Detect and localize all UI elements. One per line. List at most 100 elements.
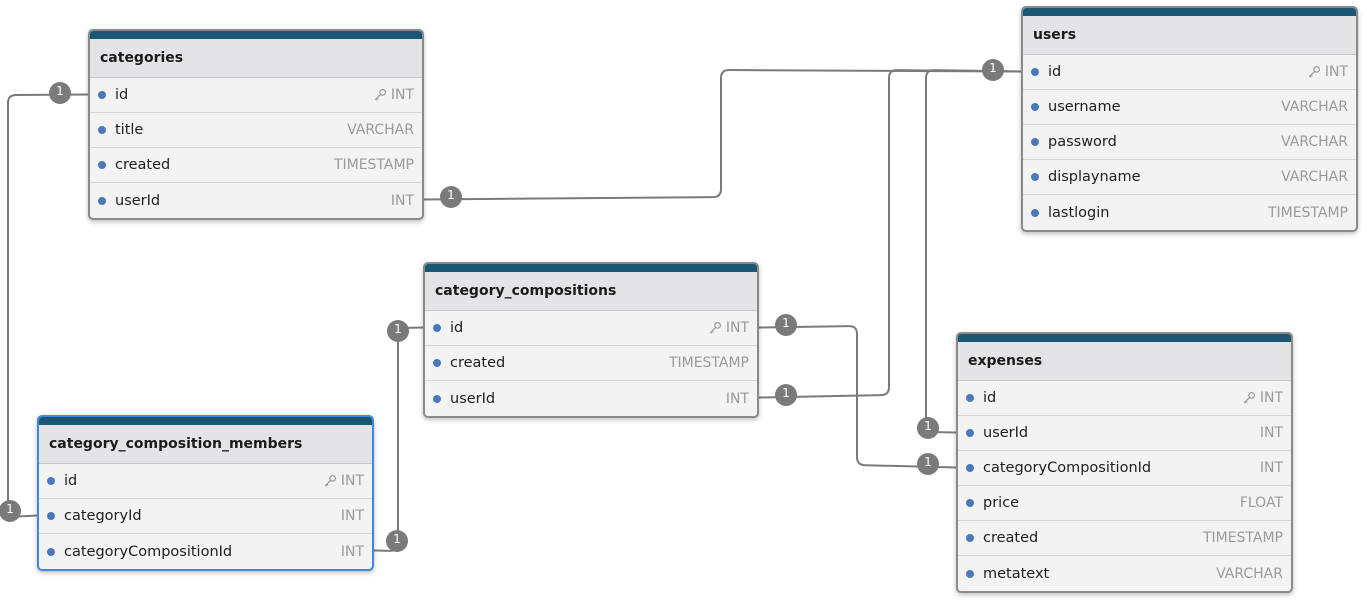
field-name: categoryId [64,508,142,524]
field-type: VARCHAR [1281,134,1348,150]
field-row-categoryId[interactable]: categoryId INT [39,499,372,534]
relationship-line[interactable] [423,69,1022,201]
field-name: username [1048,99,1121,115]
table-title[interactable]: expenses [958,342,1291,381]
field-type-label: TIMESTAMP [668,355,749,371]
field-row-username[interactable]: username VARCHAR [1023,90,1356,125]
field-row-id[interactable]: id INT [425,311,757,346]
field-type: VARCHAR [347,122,414,138]
field-name: id [983,390,997,406]
table-title[interactable]: category_composition_members [39,425,372,464]
field-type: INT [1260,425,1283,441]
field-type-label: TIMESTAMP [1202,530,1283,546]
field-type-label: INT [1259,460,1283,476]
dot-icon [966,429,974,437]
relationship-line[interactable] [758,325,957,469]
dot-icon [1031,173,1039,181]
table-title[interactable]: categories [90,39,422,78]
dot-icon [966,534,974,542]
cardinality-label: 1 [394,322,402,336]
field-type-label: VARCHAR [1281,99,1348,115]
field-name: created [450,355,506,371]
field-type-label: FLOAT [1239,495,1283,511]
cardinality-label: 1 [782,316,790,330]
circle-badge [440,186,462,208]
field-row-created[interactable]: created TIMESTAMP [90,148,422,183]
relationship-line[interactable] [373,326,424,552]
cardinality-badge: 1 [387,320,409,342]
circle-badge [49,82,71,104]
field-type-label: TIMESTAMP [333,157,414,173]
dot-icon [47,547,55,556]
cardinality-badge: 1 [440,186,462,208]
circle-badge [775,314,797,336]
field-type: INT [708,320,749,336]
dot-icon [98,91,106,99]
field-type: VARCHAR [1216,566,1283,582]
field-type-label: INT [340,508,364,524]
field-name: userId [983,425,1029,441]
dot-icon [98,126,106,134]
field-type-label: INT [725,320,749,336]
field-name: lastlogin [1048,204,1110,221]
cardinality-label: 1 [924,455,932,469]
dot-icon [47,512,55,520]
field-type: INT [373,87,414,103]
cardinality-badge: 1 [917,453,939,475]
dot-icon [433,359,441,367]
field-type: FLOAT [1240,495,1283,511]
field-name: id [1048,64,1062,80]
field-type: TIMESTAMP [1203,530,1283,546]
cardinality-badge: 1 [386,530,408,552]
table-header-accent [90,31,422,39]
table-header-accent [39,417,372,425]
field-type: INT [1242,390,1283,406]
table-header-accent [425,264,757,272]
field-row-id[interactable]: id INT [958,381,1291,416]
field-name: id [64,473,78,489]
field-name: created [115,157,171,173]
field-type-label: INT [390,192,414,209]
field-type: INT [1260,460,1283,476]
key-icon [1308,65,1320,78]
field-type-label: INT [340,543,364,560]
cardinality-label: 1 [989,61,997,75]
field-row-created[interactable]: created TIMESTAMP [425,346,757,381]
dot-icon [433,394,441,403]
field-type-label: VARCHAR [347,122,414,138]
field-type: TIMESTAMP [669,355,749,371]
dot-icon [1031,68,1039,76]
field-name: id [450,320,464,336]
table-title[interactable]: users [1023,16,1356,55]
dot-icon [966,464,974,472]
key-icon [324,474,336,487]
cardinality-label: 1 [56,84,64,98]
dot-icon [98,196,106,205]
table-title[interactable]: category_compositions [425,272,757,311]
circle-badge [775,384,797,406]
key-icon [374,88,386,101]
field-type: INT [341,544,364,560]
field-row-userId[interactable]: userId INT [958,416,1291,451]
field-type: INT [391,193,414,209]
table-header-accent [1023,8,1356,16]
